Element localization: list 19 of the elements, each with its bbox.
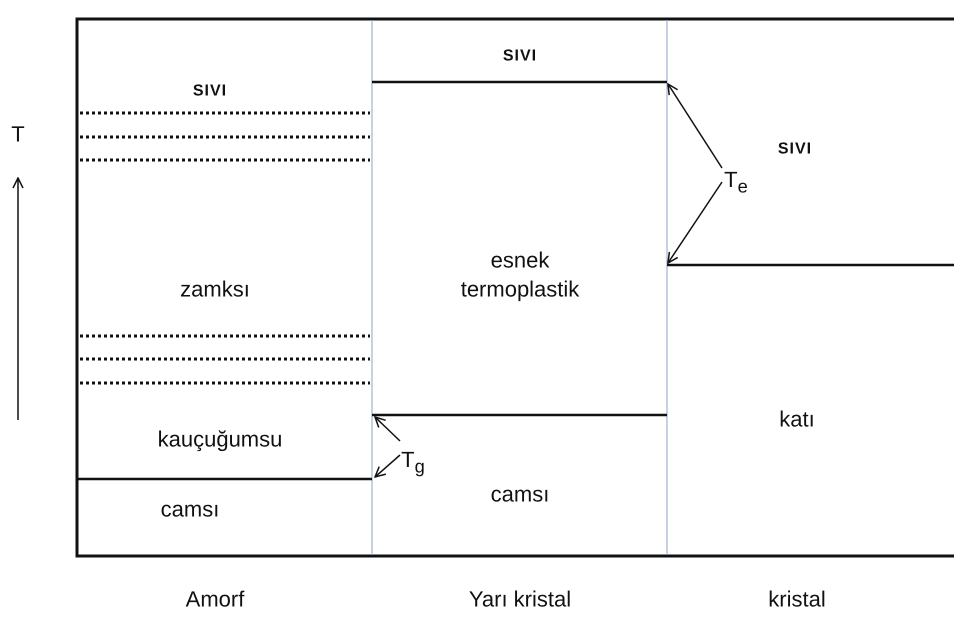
region-label: kauçuğumsu (158, 426, 282, 454)
region-label: camsı (160, 496, 220, 524)
column-label: Amorf (186, 586, 244, 614)
region-label: SIVI (778, 140, 812, 160)
leader-arrow (667, 182, 723, 264)
region-label: katı (779, 406, 815, 434)
column-label: Yarı kristal (468, 586, 572, 614)
temperature-label: T$_{g}$ (401, 446, 425, 478)
region-label: esnek termoplastik (460, 246, 580, 304)
axis-label: T (11, 120, 25, 149)
leader-arrow (667, 83, 723, 168)
region-label: camsı (490, 480, 550, 509)
region-label: SIVI (502, 46, 538, 67)
leader-arrow (374, 416, 401, 442)
region-label: SIVI (192, 82, 228, 102)
leader-arrow (374, 454, 400, 478)
region-label: zamksı (180, 276, 250, 304)
temperature-label: T$_{e}$ (724, 166, 748, 198)
column-label: kristal (768, 586, 826, 614)
